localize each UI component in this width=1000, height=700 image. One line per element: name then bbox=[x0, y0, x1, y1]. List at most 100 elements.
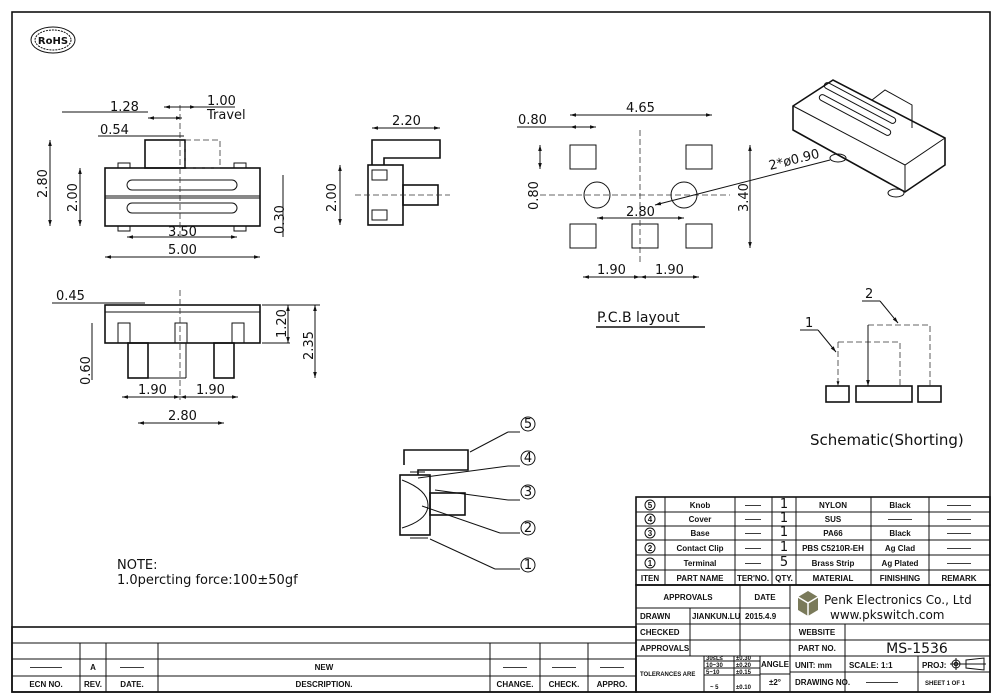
svg-text:±0.10: ±0.10 bbox=[736, 685, 752, 691]
dim-1-00: 1.00 bbox=[207, 94, 236, 109]
svg-text:5: 5 bbox=[524, 417, 532, 432]
scale: SCALE: 1:1 bbox=[849, 661, 893, 670]
drawn-label: DRAWN bbox=[640, 612, 670, 621]
bottom-view: 0.45 1.20 2.35 0.60 1.90 1.90 2.80 bbox=[52, 289, 320, 425]
dim-3-50: 3.50 bbox=[168, 225, 197, 240]
bom-cell-qty: 1 bbox=[780, 497, 788, 512]
svg-text:CHANGE.: CHANGE. bbox=[497, 680, 534, 689]
front-view: 1.28 1.00 Travel 0.54 2.80 2.00 3.50 5.0… bbox=[36, 94, 288, 259]
bom-cell-material: SUS bbox=[825, 515, 842, 524]
pcb-layout: 4.65 0.80 0.80 2.80 3.40 2*ø0.90 1.90 1.… bbox=[517, 101, 831, 328]
bom-header: ITEN PART NAME TER'NO. QTY. MATERIAL FIN… bbox=[641, 574, 977, 583]
drawn-by: JIANKUN.LU bbox=[692, 612, 741, 621]
note-title: NOTE: bbox=[117, 558, 158, 573]
bom-cell-item: 5 bbox=[648, 501, 653, 510]
bom-cell-finishing: ——— bbox=[888, 515, 912, 524]
bom-cell-item: 2 bbox=[648, 544, 653, 553]
bom-cell-remark: ——— bbox=[947, 559, 971, 568]
approvals-label: APPROVALS bbox=[640, 644, 690, 653]
travel-label: Travel bbox=[206, 108, 246, 123]
approvals-header: APPROVALS bbox=[663, 593, 713, 602]
dim-pcb-pitch-right: 1.90 bbox=[655, 263, 684, 278]
bom-cell-name: Knob bbox=[690, 501, 711, 510]
svg-text:10~30: 10~30 bbox=[706, 663, 724, 669]
exploded-view: 5 4 3 2 1 bbox=[399, 416, 536, 573]
dim-2-20: 2.20 bbox=[392, 114, 421, 129]
svg-text:REMARK: REMARK bbox=[941, 574, 976, 583]
title-block: APPROVALS DATE DRAWN JIANKUN.LU 2015.4.9… bbox=[635, 584, 991, 693]
bom-cell-item: 1 bbox=[648, 559, 653, 568]
bom-cell-qty: 1 bbox=[780, 511, 788, 526]
angle-label: ANGLE bbox=[761, 660, 790, 669]
bom-cell-name: Contact Clip bbox=[676, 544, 723, 553]
dim-pcb-pitch-left: 1.90 bbox=[597, 263, 626, 278]
bom-cell-ter: —— bbox=[745, 501, 761, 510]
rev-ecn: ———— bbox=[30, 663, 62, 672]
schematic-label-1: 1 bbox=[805, 316, 813, 331]
item-number-circle bbox=[644, 542, 656, 554]
dim-5-00: 5.00 bbox=[168, 243, 197, 258]
rev-check: ——— bbox=[552, 663, 576, 672]
pcb-layout-title: P.C.B layout bbox=[597, 310, 680, 326]
svg-text:3: 3 bbox=[524, 485, 532, 500]
dim-0-54: 0.54 bbox=[100, 123, 129, 138]
bom-cell-remark: ——— bbox=[947, 515, 971, 524]
dim-4-65: 4.65 bbox=[626, 101, 655, 116]
dim-hole-dia: 2*ø0.90 bbox=[767, 147, 821, 174]
item-number-circle bbox=[644, 557, 656, 569]
note-line-1: 1.0percting force:100±50gf bbox=[117, 573, 298, 588]
svg-text:±0.30: ±0.30 bbox=[736, 656, 752, 662]
svg-text:30≤L≤: 30≤L≤ bbox=[706, 656, 724, 662]
website-label: WEBSITE bbox=[799, 628, 836, 637]
bom-cell-material: NYLON bbox=[819, 501, 847, 510]
schematic-shorting: 1 2 Schematic(Shorting) bbox=[800, 287, 964, 449]
bom-cell-finishing: Ag Clad bbox=[885, 544, 915, 553]
bom-cell-material: PBS C5210R-EH bbox=[802, 544, 864, 553]
angle-value: ±2° bbox=[769, 678, 781, 687]
bom-cell-material: PA66 bbox=[823, 529, 843, 538]
rohs-logo: RoHS bbox=[30, 26, 76, 54]
projection-symbol-icon bbox=[950, 657, 986, 671]
bom-cell-ter: —— bbox=[745, 529, 761, 538]
projection-label: PROJ: bbox=[922, 661, 946, 670]
bom-cell-remark: ——— bbox=[947, 544, 971, 553]
svg-text:~ 5: ~ 5 bbox=[710, 685, 719, 691]
bom-cell-material: Brass Strip bbox=[812, 559, 855, 568]
svg-text:2: 2 bbox=[524, 521, 532, 536]
dim-0-60: 0.60 bbox=[79, 356, 94, 385]
svg-text:5~10: 5~10 bbox=[706, 670, 720, 676]
bom-cell-finishing: Ag Plated bbox=[882, 559, 919, 568]
bom-cell-name: Base bbox=[690, 529, 710, 538]
bom-cell-qty: 1 bbox=[780, 525, 788, 540]
svg-text:4: 4 bbox=[524, 451, 532, 466]
rev-description: NEW bbox=[315, 663, 334, 672]
dim-2-80-bottom: 2.80 bbox=[168, 409, 197, 424]
unit: UNIT: mm bbox=[795, 661, 832, 670]
dim-2-35: 2.35 bbox=[302, 331, 317, 360]
schematic-title: Schematic(Shorting) bbox=[810, 431, 964, 449]
company-website: www.pkswitch.com bbox=[830, 608, 944, 622]
bom-cell-remark: ——— bbox=[947, 529, 971, 538]
bom-cell-qty: 1 bbox=[780, 540, 788, 555]
svg-text:QTY.: QTY. bbox=[775, 574, 793, 583]
rev-change: ——— bbox=[503, 663, 527, 672]
company-logo-icon bbox=[797, 591, 819, 616]
bom-cell-qty: 5 bbox=[780, 555, 788, 570]
item-number-circle bbox=[644, 527, 656, 539]
bom-cell-finishing: Black bbox=[889, 529, 911, 538]
svg-text:MATERIAL: MATERIAL bbox=[813, 574, 854, 583]
callout-1: 1 bbox=[520, 557, 536, 573]
tolerances-label: TOLERANCES ARE bbox=[640, 672, 695, 678]
svg-text:CHECK.: CHECK. bbox=[549, 680, 580, 689]
callout-2: 2 bbox=[520, 520, 536, 536]
svg-text:ECN NO.: ECN NO. bbox=[29, 680, 62, 689]
svg-text:APPRO.: APPRO. bbox=[597, 680, 628, 689]
dim-0-30: 0.30 bbox=[273, 205, 288, 234]
svg-text:DATE.: DATE. bbox=[120, 680, 143, 689]
svg-text:REV.: REV. bbox=[84, 680, 102, 689]
